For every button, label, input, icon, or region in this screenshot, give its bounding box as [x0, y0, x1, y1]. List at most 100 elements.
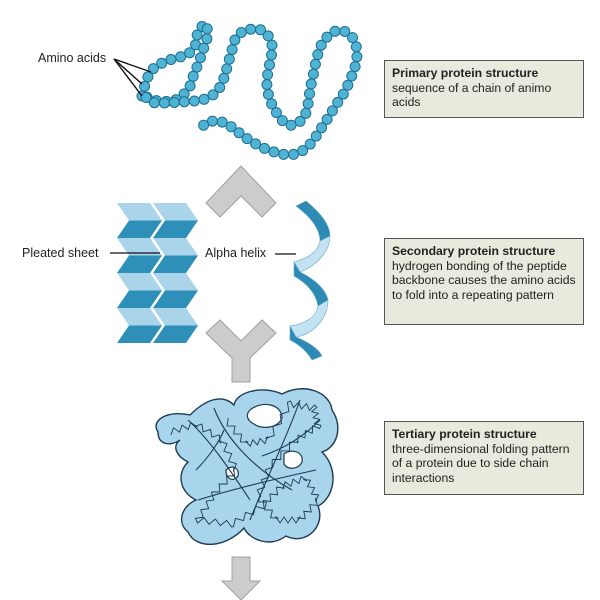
amino-acid-bead — [229, 34, 241, 46]
amino-acid-bead — [233, 127, 245, 139]
sheet-segment-dark — [153, 255, 198, 273]
amino-acid-bead — [206, 115, 218, 127]
amino-acid-bead — [351, 51, 363, 63]
tertiary-squiggle — [170, 400, 322, 528]
tertiary-structure-description: three-dimensional folding pattern of a p… — [392, 441, 570, 485]
amino-acid-bead — [262, 88, 274, 100]
amino-acid-bead — [262, 69, 274, 81]
amino-acid-bead — [191, 61, 203, 73]
amino-acid-bead — [312, 49, 324, 61]
sheet-segment-light — [117, 308, 162, 326]
amino-acid-bead — [304, 88, 315, 100]
tertiary-structure-callout: Tertiary protein structure three-dimensi… — [384, 421, 584, 495]
split-arrow — [205, 165, 277, 218]
sheet-segment-dark — [117, 220, 162, 238]
amino-acid-bead — [339, 26, 351, 37]
primary-structure-title: Primary protein structure — [392, 66, 539, 80]
amino-acid-bead — [304, 138, 316, 150]
amino-acid-bead — [305, 78, 317, 90]
amino-acid-bead — [346, 70, 358, 82]
alpha-helix-label: Alpha helix — [205, 246, 267, 260]
amino-acid-bead — [235, 27, 247, 38]
amino-acid-bead — [201, 23, 213, 35]
amino-acid-bead — [156, 57, 168, 69]
amino-acid-bead — [350, 41, 362, 53]
amino-acid-bead — [261, 79, 273, 91]
pleated-sheet-label: Pleated sheet — [22, 246, 99, 260]
sheet-segment-dark — [153, 220, 198, 238]
amino-acid-bead — [349, 61, 361, 73]
amino-acid-bead — [347, 32, 358, 44]
amino-acids-pointer — [113, 58, 152, 97]
amino-acid-bead — [221, 63, 233, 75]
amino-acid-bead — [207, 89, 219, 101]
sheet-segment-light — [117, 203, 162, 221]
amino-acid-bead — [218, 72, 230, 84]
tertiary-fold — [155, 388, 339, 546]
amino-acid-bead — [337, 88, 349, 100]
amino-acid-bead — [259, 142, 270, 154]
amino-acid-bead — [262, 30, 274, 42]
amino-acid-bead — [184, 80, 196, 92]
tertiary-fold-lines — [187, 399, 321, 521]
helix-ribbon-segment — [293, 235, 331, 273]
sheet-segment-dark — [153, 290, 198, 308]
sheet-segment-dark — [117, 255, 162, 273]
amino-acid-bead — [307, 68, 319, 80]
secondary-structure-title: Secondary protein structure — [392, 244, 556, 258]
amino-acid-bead — [165, 54, 177, 65]
amino-acid-bead — [198, 42, 210, 54]
amino-acid-bead — [302, 98, 314, 110]
tertiary-structure-title: Tertiary protein structure — [392, 427, 537, 441]
amino-acid-bead — [255, 24, 266, 36]
helix-ribbon-segment — [295, 200, 331, 242]
amino-acid-bead — [191, 29, 203, 41]
sheet-segment-light — [153, 308, 198, 326]
amino-acid-bead — [266, 49, 277, 61]
amino-acid-chain — [136, 21, 363, 160]
amino-acid-bead — [226, 44, 238, 56]
amino-acid-bead — [225, 121, 237, 133]
amino-acid-bead — [147, 63, 159, 75]
amino-acid-bead — [187, 70, 199, 82]
amino-acid-bead — [297, 145, 309, 157]
amino-acid-bead — [158, 97, 170, 109]
amino-acid-bead — [321, 113, 333, 125]
amino-acid-bead — [294, 115, 306, 127]
merge-arrow — [205, 319, 277, 383]
amino-acid-bead — [148, 97, 160, 109]
amino-acid-bead — [264, 59, 275, 71]
secondary-structure-callout: Secondary protein structure hydrogen bon… — [384, 238, 584, 325]
amino-acid-bead — [188, 95, 200, 107]
sheet-segment-light — [153, 238, 198, 256]
sheet-segment-dark — [153, 325, 198, 343]
amino-acid-bead — [270, 107, 282, 119]
helix-ribbon-segment — [289, 299, 329, 338]
amino-acid-bead — [223, 53, 235, 65]
sheet-segment-light — [153, 203, 198, 221]
primary-structure-callout: Primary protein structure sequence of a … — [384, 60, 584, 118]
sheet-segment-light — [153, 273, 198, 291]
sheet-segment-dark — [117, 325, 162, 343]
sheet-segment-light — [117, 238, 162, 256]
down-arrow — [220, 556, 262, 600]
amino-acid-bead — [178, 96, 190, 108]
tertiary-inner-hole-1 — [246, 403, 283, 428]
amino-acid-bead — [198, 119, 210, 131]
amino-acid-bead — [309, 58, 321, 70]
amino-acid-bead — [216, 116, 228, 128]
amino-acid-bead — [175, 51, 187, 63]
amino-acid-bead — [310, 130, 322, 142]
amino-acid-bead — [316, 122, 328, 134]
amino-acid-bead — [326, 105, 338, 117]
amino-acid-bead — [285, 119, 297, 131]
amino-acid-bead — [266, 39, 278, 51]
amino-acid-bead — [315, 39, 327, 51]
amino-acid-bead — [332, 96, 344, 108]
sheet-segment-dark — [117, 290, 162, 308]
amino-acids-label: Amino acids — [38, 51, 106, 65]
amino-acid-bead — [288, 148, 299, 160]
amino-acid-bead — [184, 47, 196, 59]
amino-acid-bead — [321, 31, 333, 43]
tertiary-inner-hole-2 — [283, 450, 303, 469]
